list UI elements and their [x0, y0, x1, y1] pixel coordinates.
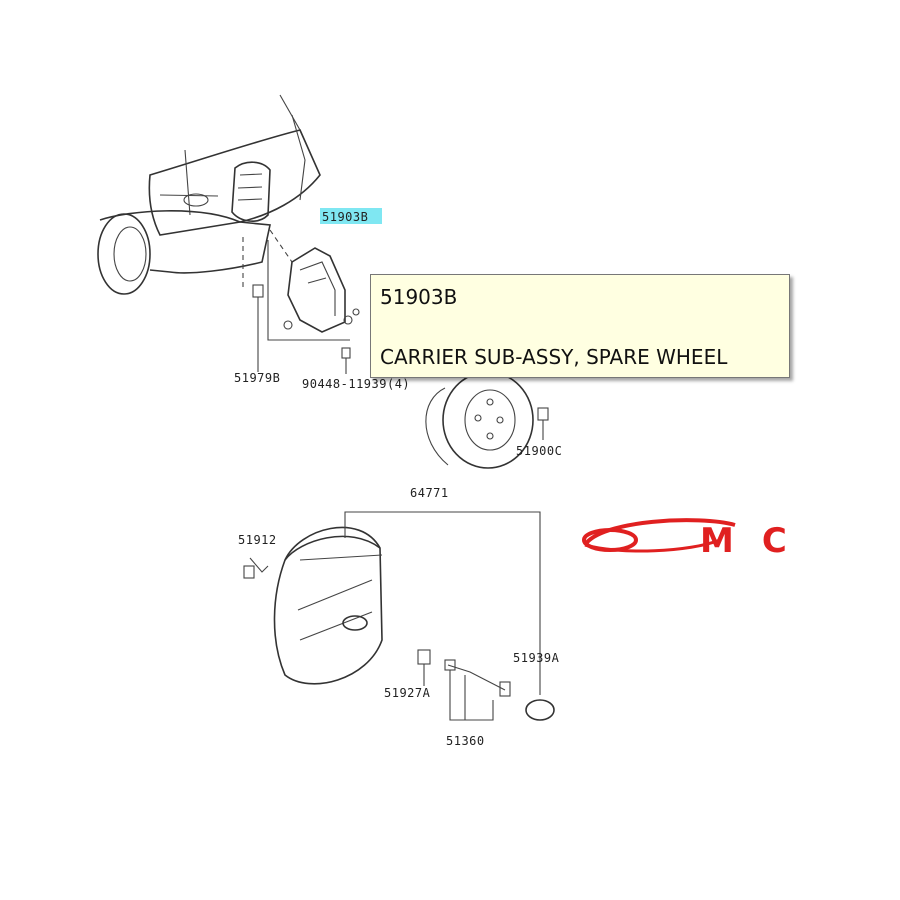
callout-51900C[interactable]: 51900C: [516, 444, 562, 458]
part-tooltip: 51903B CARRIER SUB-ASSY, SPARE WHEEL: [370, 274, 790, 378]
callout-51979B[interactable]: 51979B: [234, 371, 280, 385]
callout-51927A[interactable]: 51927A: [384, 686, 431, 700]
watermark-text: MC: [700, 521, 815, 561]
highlight-box: [320, 208, 382, 224]
tooltip-part-description: CARRIER SUB-ASSY, SPARE WHEEL: [380, 345, 728, 369]
spare-tire-cover-drawing: [273, 511, 555, 721]
callout-90448-11939[interactable]: 90448-11939(4): [302, 377, 410, 391]
callout-64771[interactable]: 64771: [410, 486, 449, 500]
tooltip-part-code: 51903B: [380, 285, 458, 309]
vehicle-rear-drawing: [97, 94, 321, 295]
watermark-logo: MC: [582, 518, 815, 561]
callout-51939A[interactable]: 51939A: [513, 651, 560, 665]
upper-fasteners: [252, 240, 351, 374]
spare-wheel-drawing: [425, 371, 549, 469]
callout-51912[interactable]: 51912: [238, 533, 277, 547]
spare-wheel-carrier-drawing: [283, 247, 360, 333]
callout-51360[interactable]: 51360: [446, 734, 485, 748]
callout-51903B[interactable]: 51903B: [322, 210, 368, 224]
lower-fasteners: [243, 557, 511, 721]
